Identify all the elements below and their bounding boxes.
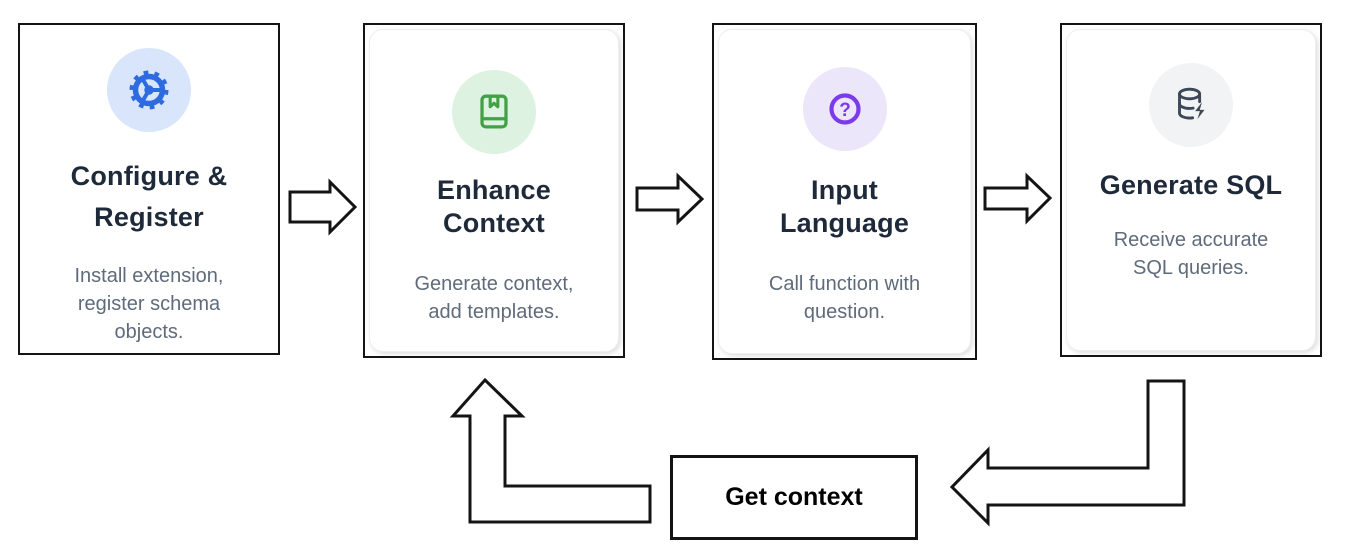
card-generate-sql: Generate SQL Receive accurate SQL querie…	[1060, 23, 1322, 357]
arrow-generate-down-to-get-context	[949, 379, 1186, 527]
card-description: Generate context, add templates.	[414, 273, 574, 323]
icon-badge	[1149, 63, 1233, 147]
get-context-box: Get context	[670, 455, 918, 540]
get-context-label: Get context	[725, 483, 863, 511]
icon-badge	[452, 70, 536, 154]
arrow-get-context-up-to-enhance	[449, 377, 652, 524]
arrow-enhance-to-input	[635, 172, 705, 226]
card-title: Enhance Context	[437, 175, 551, 238]
card-description: Call function with question.	[768, 273, 921, 323]
card-generate-sql-body: Generate SQL Receive accurate SQL querie…	[1066, 29, 1316, 351]
database-lightning-icon	[1178, 87, 1205, 120]
question-circle-icon: ?	[828, 93, 861, 125]
card-configure-register: Configure & Register Install extension, …	[18, 23, 280, 355]
card-input-language-body: ? Input Language Call function with ques…	[718, 29, 971, 354]
card-input-language: ? Input Language Call function with ques…	[712, 23, 977, 360]
card-description: Receive accurate SQL queries.	[1113, 229, 1269, 279]
svg-text:?: ?	[839, 100, 851, 121]
arrow-configure-to-enhance	[288, 178, 358, 236]
card-title: Input Language	[779, 175, 910, 238]
book-icon	[480, 94, 508, 129]
card-title: Generate SQL	[1099, 170, 1283, 200]
icon-badge	[107, 48, 191, 132]
card-description: Install extension, register schema objec…	[74, 265, 224, 343]
card-configure-register-body: Configure & Register Install extension, …	[24, 29, 274, 349]
card-title: Configure & Register	[70, 161, 228, 232]
card-enhance-context: Enhance Context Generate context, add te…	[363, 23, 625, 358]
arrow-input-to-generate	[983, 172, 1053, 225]
gear-icon	[129, 70, 169, 110]
icon-badge: ?	[802, 67, 887, 151]
card-enhance-context-body: Enhance Context Generate context, add te…	[369, 29, 619, 352]
